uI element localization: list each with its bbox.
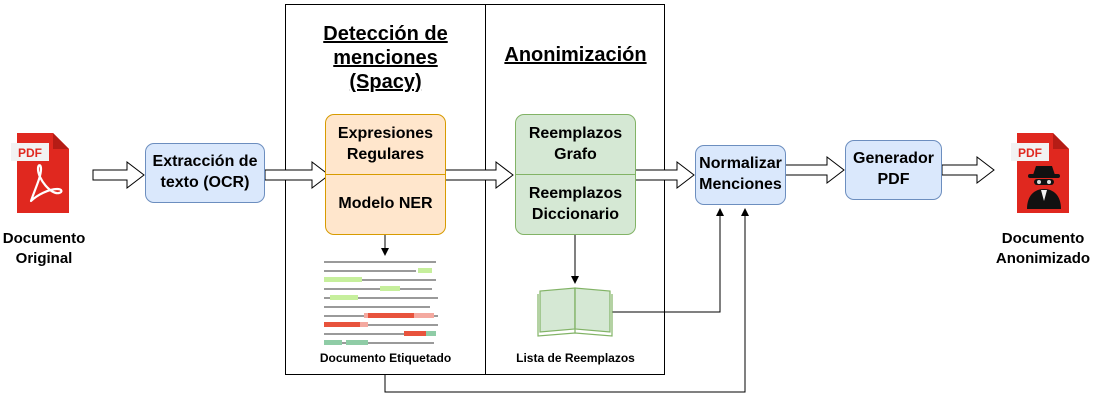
pdf-file-icon: PDF — [11, 133, 69, 213]
block-arrow-pdf-to-output — [941, 155, 995, 185]
block-arrow-normalize-to-pdf — [784, 155, 845, 185]
svg-text:PDF: PDF — [1018, 146, 1042, 160]
tagged-document-caption: Documento Etiquetado — [319, 351, 452, 365]
block-arrow-detection-to-anon — [444, 160, 514, 190]
graph-replacements-node: Reemplazos Grafo — [515, 114, 636, 175]
book-icon — [537, 287, 613, 337]
anonymized-pdf-file-icon: PDF — [1011, 133, 1069, 213]
anonymization-title: Anonimización — [504, 44, 647, 66]
replacements-list-caption: Lista de Reemplazos — [516, 351, 635, 365]
dictionary-replacements-node: Reemplazos Diccionario — [515, 174, 636, 235]
pdf-generator-node: Generador PDF — [845, 140, 942, 200]
svg-text:PDF: PDF — [18, 146, 42, 160]
input-document-label: Documento Original — [2, 230, 86, 267]
detection-title: Detección de menciones (Spacy) — [323, 23, 448, 93]
block-arrow-anon-to-normalize — [634, 160, 695, 190]
arrow-list-to-normalize — [612, 208, 724, 313]
detection-section — [285, 4, 486, 375]
block-arrow-input-to-ocr — [92, 160, 145, 190]
ocr-node: Extracción de texto (OCR) — [145, 143, 265, 203]
ner-node: Modelo NER — [325, 174, 446, 235]
arrow-tagged-to-normalize — [384, 208, 749, 393]
anonymization-section — [485, 4, 665, 375]
output-document-label: Documento Anonimizado — [995, 230, 1091, 267]
regex-node: Expresiones Regulares — [325, 114, 446, 175]
block-arrow-ocr-to-detection — [264, 160, 330, 190]
tagged-document-thumbnail — [324, 261, 438, 345]
normalize-mentions-node: Normalizar Menciones — [695, 145, 786, 205]
